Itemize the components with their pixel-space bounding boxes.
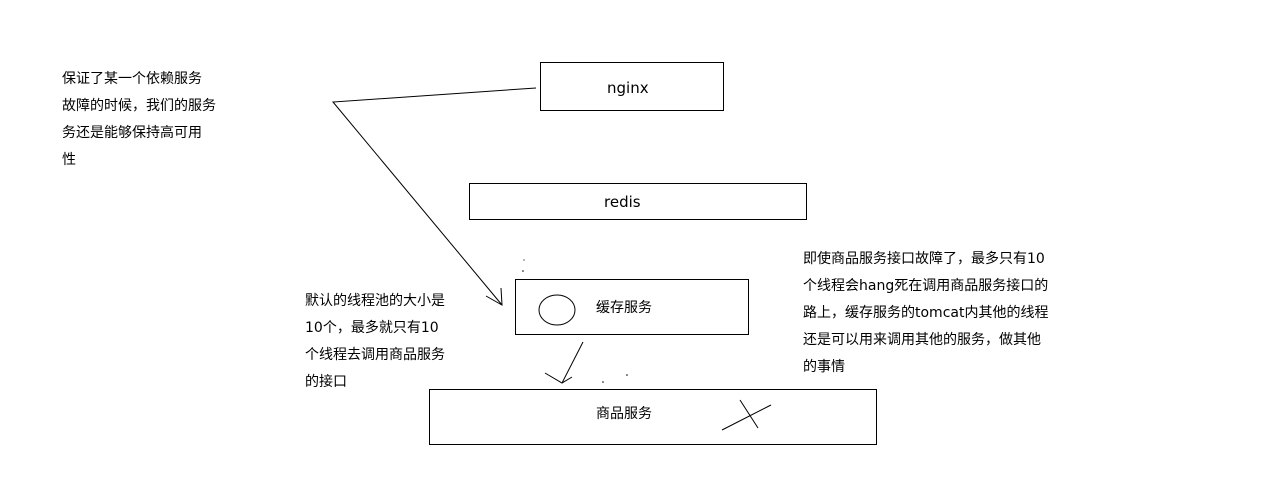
note-middle-left: 默认的线程池的大小是 10个，最多就只有10 个线程去调用商品服务 的接口 [305, 293, 445, 390]
cache-service-label: 缓存服务 [596, 300, 652, 316]
thread-pool-circle [538, 294, 576, 326]
product-service-node: 商品服务 [429, 389, 877, 445]
stray-dot [626, 374, 628, 376]
nginx-label: nginx [607, 79, 649, 97]
nginx-to-cache-connector [331, 87, 537, 306]
stray-dot [602, 381, 604, 383]
stray-dot [522, 270, 524, 272]
cache-to-product-arrowhead [544, 372, 573, 384]
stray-dot [523, 259, 525, 261]
failure-x-mark [721, 399, 772, 431]
cache-service-node: 缓存服务 [515, 279, 749, 335]
redis-node: redis [469, 183, 807, 220]
product-service-label: 商品服务 [596, 406, 652, 422]
cache-to-product-arrow [561, 341, 584, 384]
redis-label: redis [604, 193, 641, 211]
note-right: 即使商品服务接口故障了，最多只有10 个线程会hang死在调用商品服务接口的 路… [803, 251, 1049, 375]
note-top-left: 保证了某一个依赖服务 故障的时候，我们的服务 务还是能够保持高可用 性 [62, 71, 216, 168]
nginx-node: nginx [540, 62, 724, 111]
nginx-to-cache-arrowhead [485, 287, 503, 306]
